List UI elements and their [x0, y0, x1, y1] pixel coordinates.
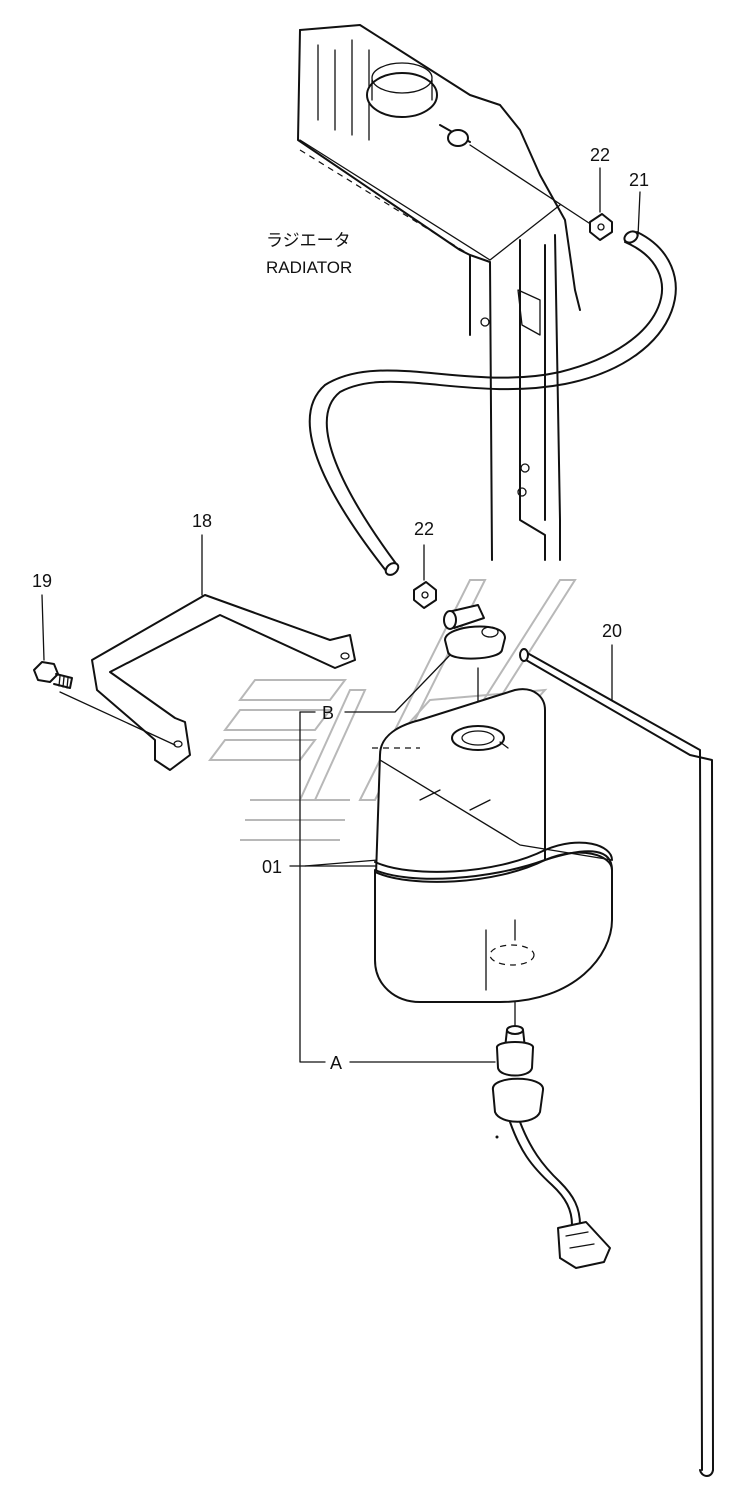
radiator-label-jp: ラジエータ — [266, 231, 351, 250]
part-number-20: 20 — [602, 621, 623, 641]
clamp-22-mid — [413, 581, 437, 609]
bracket-18 — [91, 594, 356, 771]
callout-b: B — [322, 703, 335, 723]
tank-cap — [443, 604, 506, 660]
radiator-label-en: RADIATOR — [266, 258, 353, 277]
leader-lines — [41, 144, 641, 1063]
clamp-22-top — [589, 213, 613, 241]
part-number-19: 19 — [32, 571, 53, 591]
callout-a: A — [330, 1053, 343, 1073]
part-number-21: 21 — [629, 170, 650, 190]
level-sensor-a — [492, 1025, 611, 1269]
hose-21 — [308, 230, 677, 576]
part-number-01: 01 — [262, 857, 283, 877]
part-number-22-top: 22 — [590, 145, 611, 165]
radiator — [297, 24, 581, 561]
reservoir-tank-01 — [372, 688, 613, 1003]
pipe-20 — [519, 648, 714, 1477]
part-number-22-mid: 22 — [414, 519, 435, 539]
bolt-19 — [33, 661, 73, 689]
part-number-18: 18 — [192, 511, 213, 531]
